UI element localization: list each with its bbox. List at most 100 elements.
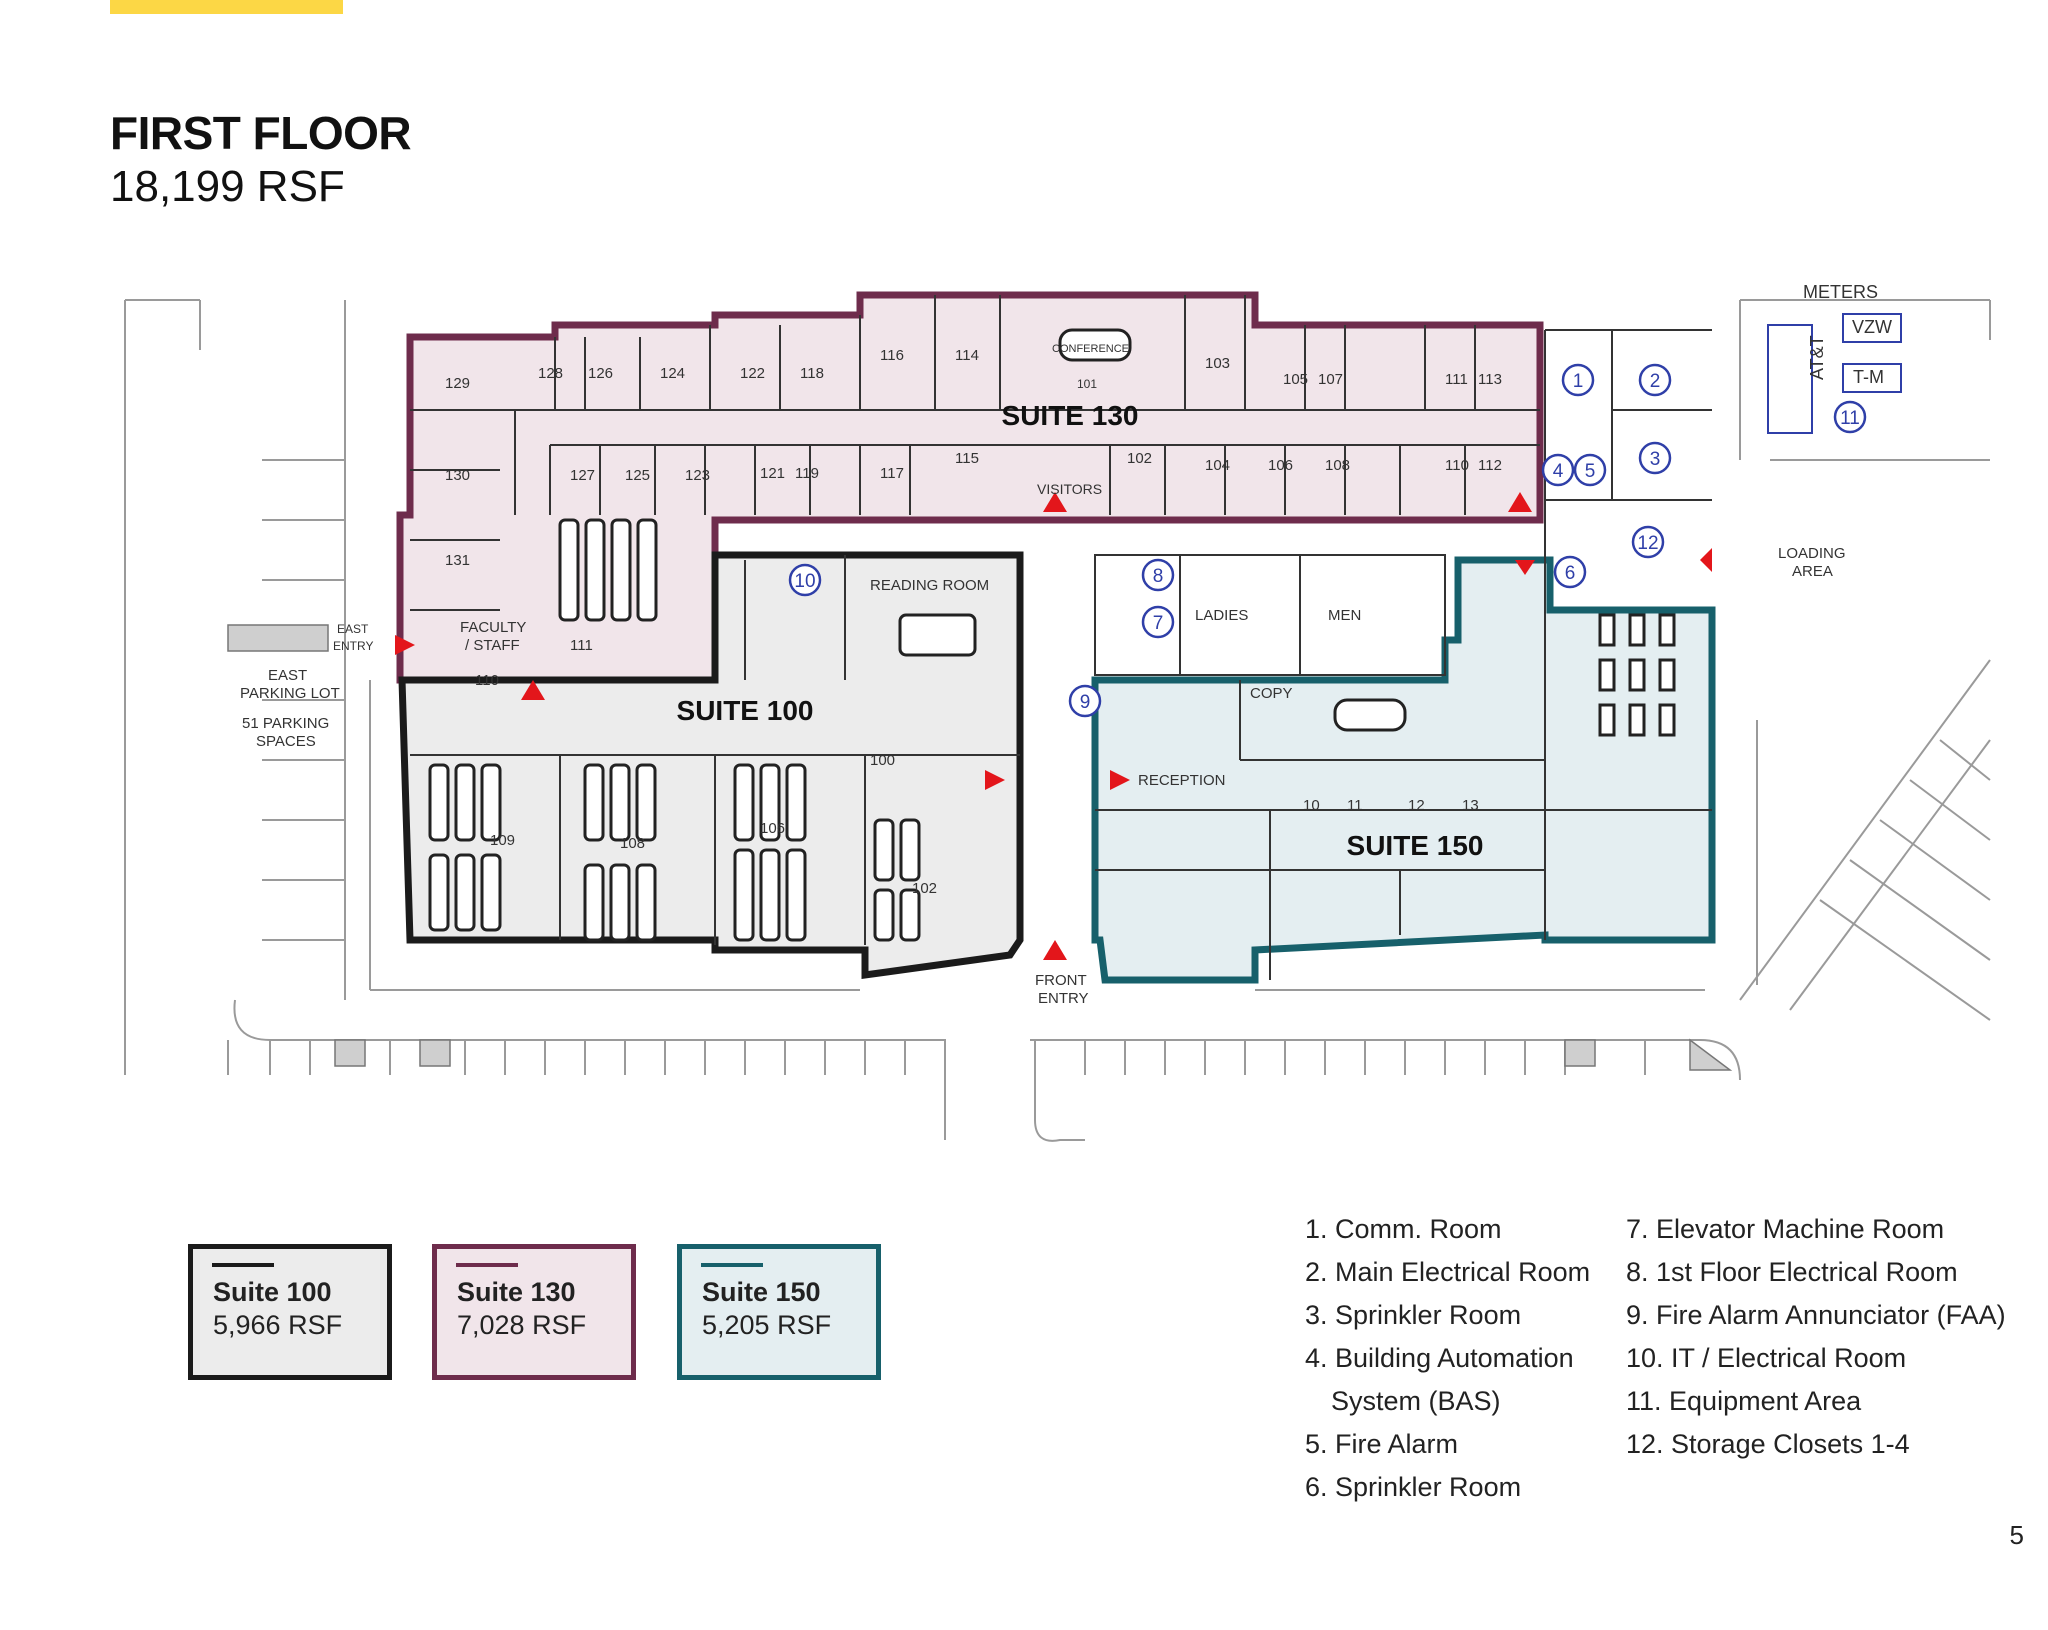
legend-suite-100: Suite 100 5,966 RSF [188,1244,392,1380]
parking-lot-label: PARKING LOT [240,685,340,702]
key-item: System (BAS) [1331,1386,1501,1416]
room-10: 10 [1303,797,1320,814]
room-key-left: 1. Comm. Room 2. Main Electrical Room 3.… [1305,1208,1590,1509]
meter-boxes [1767,313,1902,434]
room-112: 112 [1478,457,1502,474]
room-108b: 108 [620,835,645,852]
callout-7: 7 [1153,613,1164,634]
room-119: 119 [795,465,819,482]
room-13: 13 [1462,797,1479,814]
key-item: 10. IT / Electrical Room [1626,1343,1907,1373]
room-131: 131 [445,552,470,569]
callout-8: 8 [1153,566,1164,587]
legend-name: Suite 150 [702,1277,821,1307]
room-104: 104 [1205,457,1230,474]
classroom-desks [428,328,1676,942]
key-item: 3. Sprinkler Room [1305,1300,1522,1330]
suite-130-outline[interactable] [396,291,1544,684]
callout-numbers: 1 2 3 4 5 6 7 8 9 10 11 12 [794,371,1859,713]
att-label: AT&T [1807,335,1827,380]
east-entry-label-2: ENTRY [333,639,373,653]
legend-suite-130: Suite 130 7,028 RSF [432,1244,636,1380]
page-number: 5 [2009,1520,2024,1550]
legend-name: Suite 130 [457,1277,576,1307]
legend-name: Suite 100 [213,1277,332,1307]
east-entry-label-1: EAST [337,622,369,636]
partitions [410,295,1712,980]
room-124: 124 [660,365,685,382]
callout-9: 9 [1080,692,1091,713]
entry-label: ENTRY [1038,990,1089,1007]
page-subtitle: 18,199 RSF [110,162,345,211]
room-109: 109 [490,832,515,849]
room-121: 121 [760,465,785,482]
room-108: 108 [1325,457,1350,474]
room-125: 125 [625,467,650,484]
key-item: 9. Fire Alarm Annunciator (FAA) [1626,1300,2006,1330]
parking-spaces-label: 51 PARKING [242,715,329,732]
spaces-label: SPACES [256,733,316,750]
legend-suite-150: Suite 150 5,205 RSF [677,1244,881,1380]
entry-markers [395,492,1712,960]
callout-11: 11 [1840,408,1860,429]
key-item: 4. Building Automation [1305,1343,1574,1373]
callout-circles [788,363,1867,718]
suite-130-label: SUITE 130 [1002,400,1139,431]
legend-rule [456,1263,518,1267]
callout-3: 3 [1650,449,1661,470]
callout-2: 2 [1650,371,1661,392]
room-105: 105 [1283,371,1308,388]
room-101-label: 101 [1077,377,1097,391]
room-107: 107 [1318,371,1343,388]
legend-rsf: 7,028 RSF [457,1310,587,1340]
room-11: 11 [1347,797,1363,814]
room-key-right: 7. Elevator Machine Room 8. 1st Floor El… [1626,1208,2006,1466]
room-110b: 110 [475,672,499,689]
callout-1: 1 [1573,371,1584,392]
faculty-label: FACULTY [460,619,526,636]
callout-12: 12 [1637,533,1658,554]
callout-4: 4 [1553,461,1564,482]
room-127: 127 [570,467,595,484]
accent-bar [110,0,343,14]
room-116: 116 [880,347,904,364]
key-item: 2. Main Electrical Room [1305,1257,1591,1287]
suite-150-label: SUITE 150 [1347,830,1484,861]
key-item: 5. Fire Alarm [1305,1429,1459,1459]
room-130: 130 [445,467,470,484]
key-item: 11. Equipment Area [1626,1386,1862,1416]
key-item: 8. 1st Floor Electrical Room [1626,1257,1958,1287]
front-label: FRONT [1035,972,1087,989]
room-117: 117 [880,465,904,482]
tm-label: T-M [1853,367,1884,387]
room-102b: 102 [912,880,937,897]
room-106: 106 [1268,457,1293,474]
reception-label: RECEPTION [1138,772,1226,789]
room-103: 103 [1205,355,1230,372]
key-item: 7. Elevator Machine Room [1626,1214,1945,1244]
men-label: MEN [1328,607,1361,624]
room-111b: 111 [570,637,593,654]
room-110: 110 [1445,457,1469,474]
suite-100-label: SUITE 100 [677,695,814,726]
key-item: 12. Storage Closets 1-4 [1626,1429,1910,1459]
meters-label: METERS [1803,282,1878,302]
legend-rsf: 5,205 RSF [702,1310,832,1340]
room-115: 115 [955,450,979,467]
area-label: AREA [1792,563,1833,580]
vzw-label: VZW [1852,317,1892,337]
room-114: 114 [955,347,979,364]
room-111: 111 [1445,371,1468,388]
room-12: 12 [1408,797,1425,814]
suite-150-outline[interactable] [1091,556,1716,984]
key-item: 6. Sprinkler Room [1305,1472,1522,1502]
room-129: 129 [445,375,470,392]
ladies-label: LADIES [1195,607,1248,624]
room-113: 113 [1478,371,1502,388]
callout-10: 10 [794,571,815,592]
legend-rule [212,1263,274,1267]
room-123: 123 [685,467,710,484]
reading-room-label: READING ROOM [870,577,989,594]
room-118: 118 [800,365,824,382]
